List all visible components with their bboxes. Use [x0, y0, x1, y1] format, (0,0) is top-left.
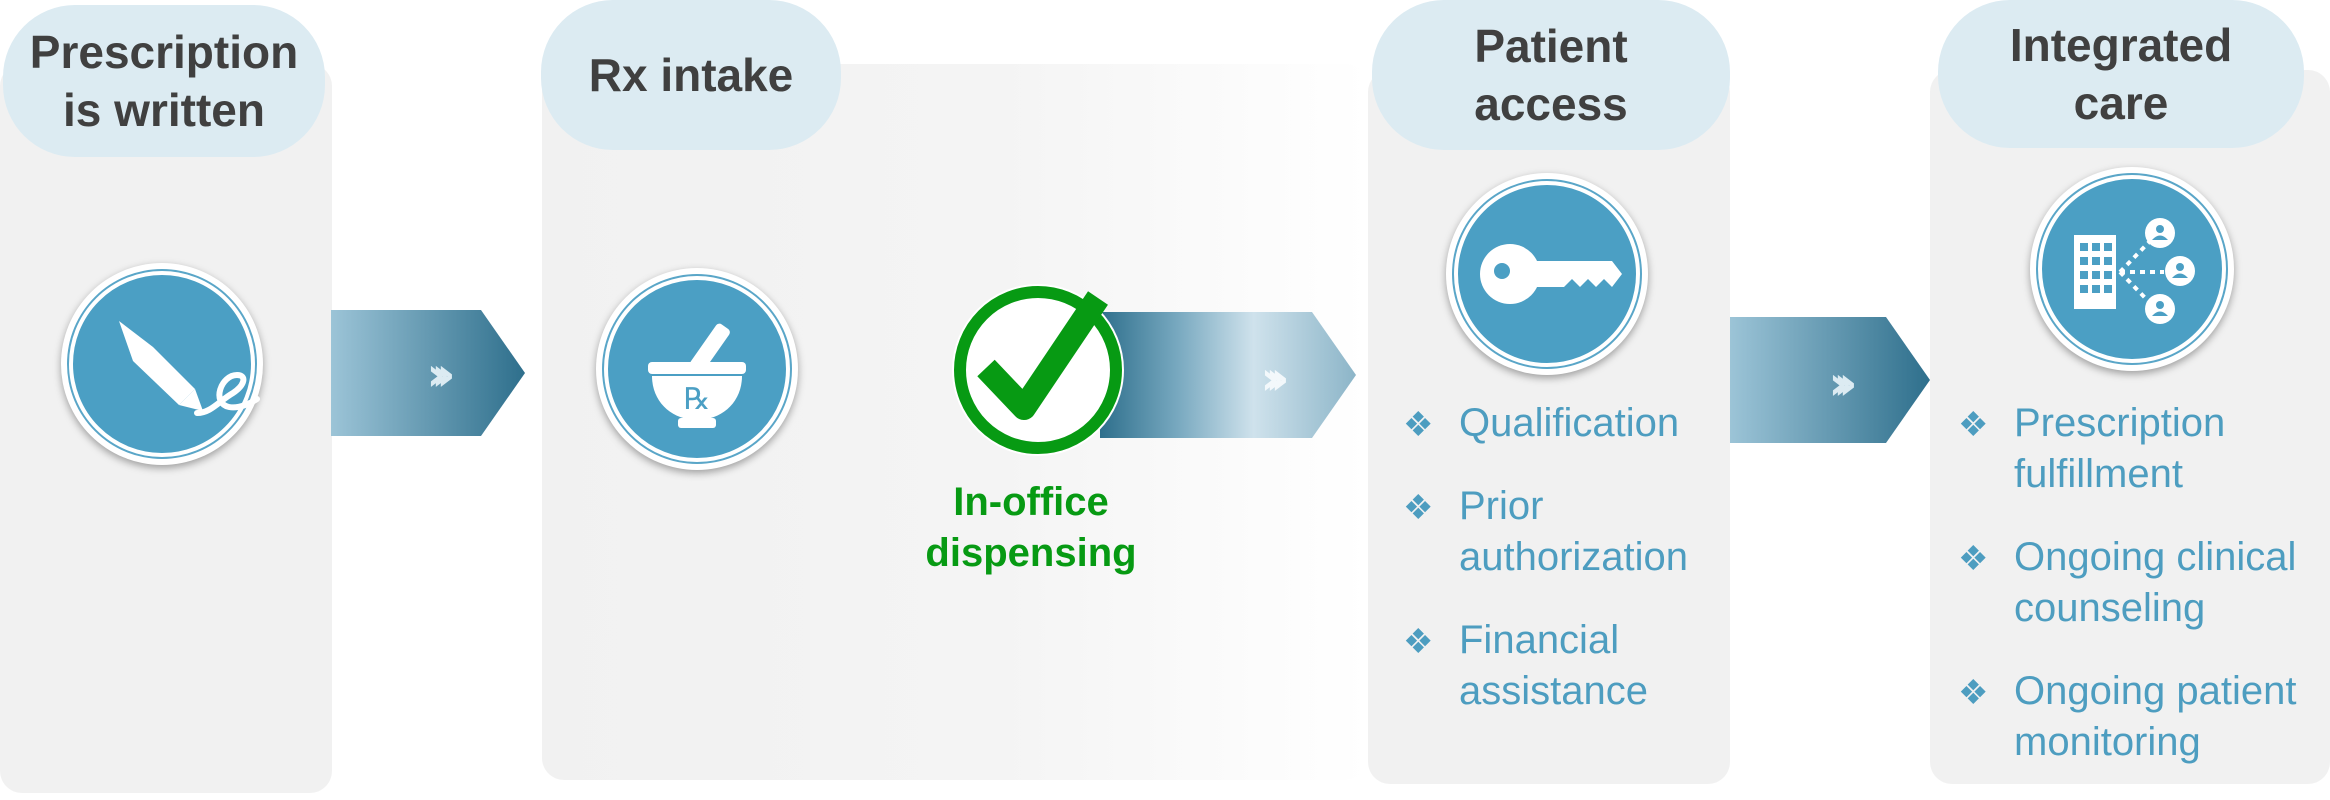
list-item: ❖ Financial assistance: [1403, 618, 1648, 713]
patient-access-title-line2: access: [1474, 78, 1628, 130]
bullet-diamond-icon: ❖: [1403, 406, 1434, 444]
list-item: ❖ Prescription fulfillment: [1958, 401, 2226, 496]
prescription-title-line2: is written: [63, 84, 265, 136]
list-item: ❖ Qualification: [1403, 398, 1733, 449]
flow-arrow-2: ›››: [1100, 312, 1356, 438]
building-network-icon: [2030, 167, 2234, 371]
flow-arrow-1: ›››: [331, 310, 525, 436]
bullet-diamond-icon: ❖: [1958, 406, 1989, 444]
patient-access-bullets: ❖ Qualification ❖ Prior authorization ❖ …: [1403, 398, 1733, 749]
bullet-diamond-icon: ❖: [1958, 674, 1989, 712]
bullet-diamond-icon: ❖: [1403, 489, 1434, 527]
in-office-dispensing-label: In-office dispensing: [900, 477, 1162, 579]
key-icon: [1446, 173, 1648, 375]
list-item: ❖ Ongoing clinical counseling: [1958, 535, 2297, 630]
integrated-care-title-line1: Integrated: [2009, 19, 2233, 71]
prescription-title: Prescription is written: [3, 5, 325, 157]
flow-arrow-3: ›››: [1730, 317, 1930, 443]
patient-access-title: Patient access: [1372, 0, 1730, 150]
patient-access-title-line1: Patient: [1474, 20, 1628, 72]
list-item: ❖ Ongoing patient monitoring: [1958, 669, 2297, 764]
bullet-diamond-icon: ❖: [1958, 540, 1989, 578]
mortar-pestle-rx-icon: ℞: [596, 268, 798, 470]
integrated-care-bullets: ❖ Prescription fulfillment ❖ Ongoing cli…: [1958, 398, 2330, 800]
bullet-diamond-icon: ❖: [1403, 623, 1434, 661]
prescription-title-line1: Prescription: [29, 26, 299, 78]
integrated-care-title: Integrated care: [1938, 0, 2304, 148]
checkmark-circle-icon: [952, 284, 1124, 456]
integrated-care-title-line2: care: [2073, 77, 2169, 129]
in-office-line2: dispensing: [925, 531, 1137, 575]
rx-intake-title-text: Rx intake: [588, 49, 794, 101]
signature-pen-icon: [61, 263, 263, 465]
svg-text:℞: ℞: [684, 382, 711, 417]
list-item: ❖ Prior authorization: [1403, 484, 1689, 579]
rx-intake-title: Rx intake: [541, 0, 841, 150]
in-office-line1: In-office: [953, 480, 1109, 524]
